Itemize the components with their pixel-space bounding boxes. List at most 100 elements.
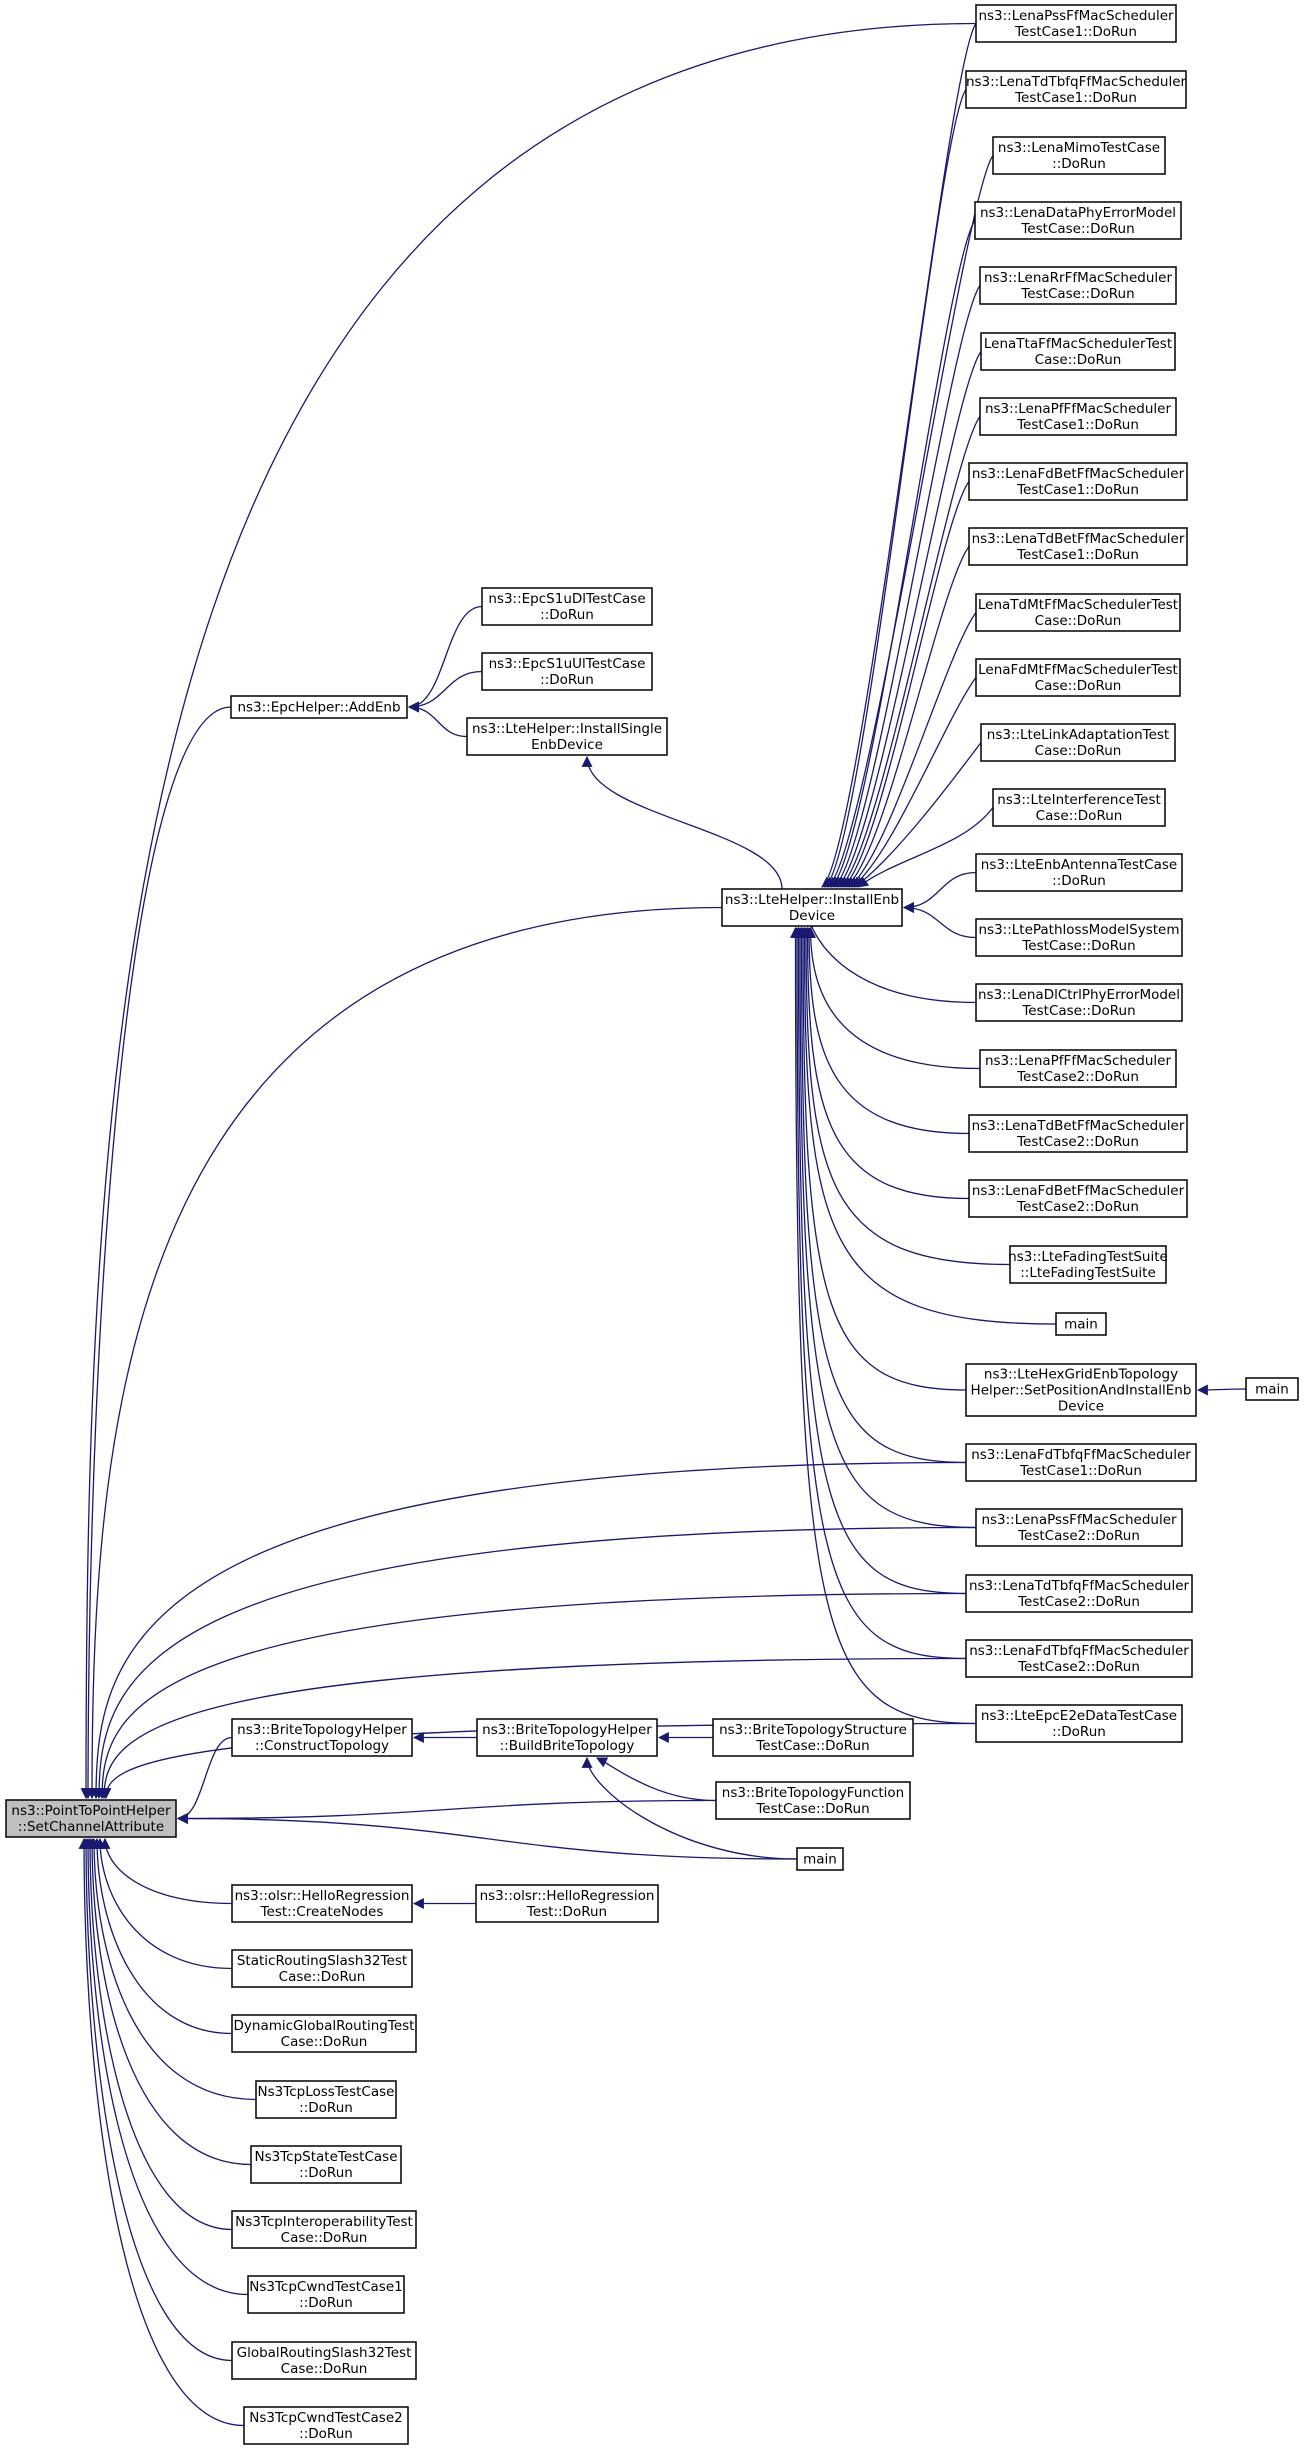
node-box — [255, 2080, 397, 2119]
node-label: ns3::LenaRrFfMacScheduler — [984, 270, 1173, 286]
node-box — [965, 1363, 1197, 1417]
node-pathloss[interactable]: ns3::LtePathlossModelSystemTestCase::DoR… — [975, 918, 1183, 957]
node-label: Ns3TcpCwndTestCase1 — [249, 2279, 402, 2295]
node-label: ns3::LenaMimoTestCase — [998, 140, 1160, 156]
node-dlctrl[interactable]: ns3::LenaDlCtrlPhyErrorModelTestCase::Do… — [975, 983, 1183, 1022]
node-label: LenaTdMtFfMacSchedulerTest — [978, 597, 1178, 613]
node-fdtbfq1[interactable]: ns3::LenaFdTbfqFfMacSchedulerTestCase1::… — [965, 1443, 1197, 1482]
node-mimo[interactable]: ns3::LenaMimoTestCase::DoRun — [992, 136, 1166, 175]
node-fading[interactable]: ns3::LteFadingTestSuite::LteFadingTestSu… — [1008, 1245, 1168, 1284]
node-box — [979, 1049, 1177, 1088]
node-tdbet1[interactable]: ns3::LenaTdBetFfMacSchedulerTestCase1::D… — [968, 527, 1188, 566]
edge-brite-func-to-brite-build — [596, 1757, 717, 1802]
node-e2e[interactable]: ns3::LteEpcE2eDataTestCase::DoRun — [975, 1704, 1183, 1743]
node-label: TestCase2::DoRun — [1016, 1199, 1139, 1215]
node-label: Ns3TcpStateTestCase — [254, 2149, 397, 2165]
node-tcp-loss[interactable]: Ns3TcpLossTestCase::DoRun — [255, 2080, 397, 2119]
node-label: TestCase2::DoRun — [1017, 1528, 1140, 1544]
node-label: ns3::LteFadingTestSuite — [1008, 1249, 1168, 1265]
node-fdtbfq2[interactable]: ns3::LenaFdTbfqFfMacSchedulerTestCase2::… — [965, 1639, 1193, 1678]
node-label: ::DoRun — [1052, 873, 1106, 889]
edge-fdtbfq1-to-install-enb — [796, 926, 967, 1464]
edge-fdtbfq2-to-install-enb — [791, 926, 967, 1660]
node-box — [231, 2210, 417, 2249]
node-box — [974, 201, 1182, 240]
node-olsr-create[interactable]: ns3::olsr::HelloRegressionTest::CreateNo… — [231, 1884, 413, 1923]
node-main-b[interactable]: main — [1245, 1377, 1299, 1401]
node-brite-struct[interactable]: ns3::BriteTopologyStructureTestCase::DoR… — [712, 1718, 914, 1757]
node-label: ns3::LenaPfFfMacScheduler — [985, 401, 1171, 417]
node-epc-s1u-ul[interactable]: ns3::EpcS1uUlTestCase::DoRun — [481, 652, 653, 691]
node-fdbet1[interactable]: ns3::LenaFdBetFfMacSchedulerTestCase1::D… — [968, 462, 1188, 501]
node-tdtbfq1[interactable]: ns3::LenaTdTbfqFfMacSchedulerTestCase1::… — [965, 70, 1187, 109]
node-label: Test::CreateNodes — [260, 1904, 384, 1920]
node-brite-func[interactable]: ns3::BriteTopologyFunctionTestCase::DoRu… — [715, 1781, 911, 1820]
edge-tcp_state-to-root — [86, 1837, 252, 2166]
node-tdtbfq2[interactable]: ns3::LenaTdTbfqFfMacSchedulerTestCase2::… — [965, 1574, 1193, 1613]
edge-dlctrl-to-install-enb — [806, 918, 977, 1004]
node-label: TestCase::DoRun — [1020, 286, 1134, 302]
node-tcp-cwnd1[interactable]: Ns3TcpCwndTestCase1::DoRun — [247, 2275, 405, 2314]
node-label: Case::DoRun — [281, 2230, 368, 2246]
node-label: ns3::olsr::HelloRegression — [235, 1888, 410, 1904]
node-dataphy[interactable]: ns3::LenaDataPhyErrorModelTestCase::DoRu… — [974, 201, 1182, 240]
node-box — [992, 788, 1166, 827]
edge-rr-to-install-enb — [833, 285, 981, 888]
node-label: ns3::LteHexGridEnbTopology — [984, 1367, 1178, 1383]
node-brite-construct[interactable]: ns3::BriteTopologyHelper::ConstructTopol… — [231, 1718, 413, 1757]
node-label: TestCase::DoRun — [1021, 1003, 1135, 1019]
edge-e2e-to-install-enb — [790, 926, 977, 1725]
node-box — [475, 1884, 659, 1923]
node-label: ::DoRun — [1052, 156, 1106, 172]
edge-lte_install_enb-to-root — [86, 906, 723, 1800]
node-label: Case::DoRun — [1035, 743, 1122, 759]
node-pss1[interactable]: ns3::LenaPssFfMacSchedulerTestCase1::DoR… — [975, 4, 1177, 43]
node-pss2[interactable]: ns3::LenaPssFfMacSchedulerTestCase2::DoR… — [975, 1508, 1183, 1547]
node-pf2[interactable]: ns3::LenaPfFfMacSchedulerTestCase2::DoRu… — [979, 1049, 1177, 1088]
node-label: TestCase::DoRun — [1020, 221, 1134, 237]
node-label: StaticRoutingSlash32Test — [237, 1953, 407, 1969]
edge-dyn_global-to-root — [91, 1837, 233, 2035]
node-label: Case::DoRun — [1036, 808, 1123, 824]
node-box — [250, 2145, 402, 2184]
node-tcp-cwnd2[interactable]: Ns3TcpCwndTestCase2::DoRun — [243, 2406, 409, 2445]
node-label: DynamicGlobalRoutingTest — [234, 2018, 415, 2034]
node-main-a[interactable]: main — [1055, 1312, 1107, 1336]
node-label: ns3::LteHelper::InstallEnb — [725, 892, 899, 908]
edge-fdbet2-to-install-enb — [802, 926, 970, 1200]
node-pf1[interactable]: ns3::LenaPfFfMacSchedulerTestCase1::DoRu… — [979, 397, 1177, 436]
node-tdbet2[interactable]: ns3::LenaTdBetFfMacSchedulerTestCase2::D… — [968, 1114, 1188, 1153]
node-epc-addenb[interactable]: ns3::EpcHelper::AddEnb — [230, 695, 408, 719]
node-fdbet2[interactable]: ns3::LenaFdBetFfMacSchedulerTestCase2::D… — [968, 1179, 1188, 1218]
node-root[interactable]: ns3::PointToPointHelper::SetChannelAttri… — [5, 1799, 177, 1838]
node-brite-build[interactable]: ns3::BriteTopologyHelper::BuildBriteTopo… — [476, 1718, 658, 1757]
node-antenna[interactable]: ns3::LteEnbAntennaTestCase::DoRun — [975, 853, 1183, 892]
node-tcp-state[interactable]: Ns3TcpStateTestCase::DoRun — [250, 2145, 402, 2184]
node-label: TestCase::DoRun — [755, 1801, 869, 1817]
node-epc-s1u-dl[interactable]: ns3::EpcS1uDlTestCase::DoRun — [481, 587, 653, 626]
node-label: ::LteFadingTestSuite — [1020, 1265, 1156, 1281]
node-label: ns3::olsr::HelloRegression — [480, 1888, 655, 1904]
node-hexgrid[interactable]: ns3::LteHexGridEnbTopologyHelper::SetPos… — [965, 1363, 1197, 1417]
node-label: main — [1255, 1382, 1289, 1398]
node-box — [231, 2341, 417, 2380]
node-box — [476, 1718, 658, 1757]
node-label: ns3::LenaPssFfMacScheduler — [981, 1512, 1177, 1528]
node-label: TestCase1::DoRun — [1014, 90, 1137, 106]
node-label: Case::DoRun — [281, 2034, 368, 2050]
node-main-c[interactable]: main — [796, 1847, 844, 1871]
